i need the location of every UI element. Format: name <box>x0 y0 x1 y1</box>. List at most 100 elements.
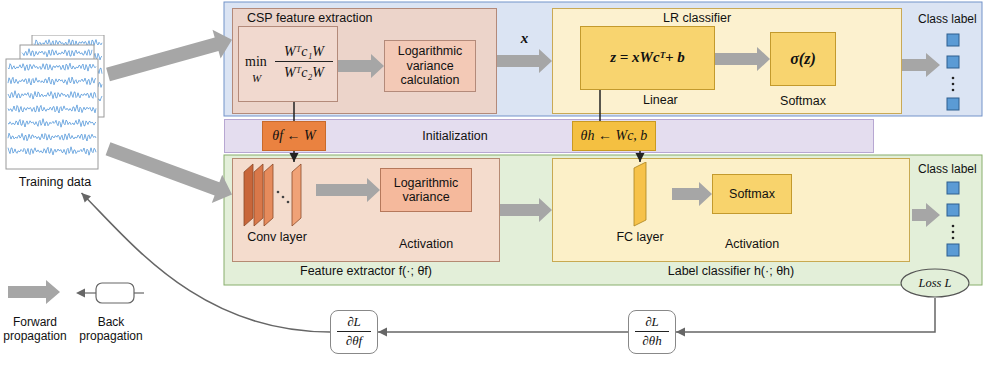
graphic-part <box>2 35 108 173</box>
eeg-trace <box>8 147 96 155</box>
link-path <box>676 298 935 332</box>
math-numerator: ∂L <box>635 315 669 332</box>
conv-layer: Conv layer <box>238 162 316 248</box>
class-square <box>947 204 959 216</box>
arrow-head <box>82 193 92 203</box>
eeg-trace <box>22 49 92 57</box>
math-numerator: Wᵀc₁W <box>275 44 333 62</box>
legend-back-sample <box>134 292 144 293</box>
ellipsis-dot <box>952 77 955 80</box>
graphic-part <box>277 191 280 194</box>
math-denominator: Wᵀc₂W <box>275 65 333 81</box>
eeg-trace <box>8 91 96 99</box>
ellipsis-dot <box>952 89 955 92</box>
flow-arrow-shape <box>338 54 384 78</box>
flow-arrow <box>715 47 770 71</box>
panel-heading: LR classifier <box>663 11 731 25</box>
eeg-trace <box>8 63 96 71</box>
fc-layer: FC layer <box>608 162 672 248</box>
class-square <box>947 182 959 194</box>
init-box: θf ← W <box>262 121 326 151</box>
init-box: θh ← Wc, b <box>572 121 656 151</box>
graphic-part <box>608 162 672 228</box>
graphic-part <box>292 164 301 226</box>
initialization-band: Initialization θf ← W θh ← Wc, b <box>224 119 874 153</box>
legend-forward-sample <box>8 280 60 304</box>
flow-arrow <box>316 178 380 202</box>
flow-arrow-shape <box>316 178 380 202</box>
graphic-part <box>901 269 969 297</box>
output-arrow <box>912 203 940 227</box>
link-line <box>82 193 331 332</box>
bottom-band <box>224 155 982 285</box>
graphic-part <box>634 162 646 226</box>
link-path <box>599 90 601 121</box>
top-band <box>224 2 982 116</box>
box-label: Logarithmic variance <box>381 169 471 211</box>
eeg-trace <box>8 119 96 128</box>
math-text: min <box>245 54 267 70</box>
graphic-part <box>282 196 285 199</box>
activation-box: SoftmaxActivation <box>712 174 792 214</box>
math-denominator: ∂θf <box>337 334 371 349</box>
panel-heading: Label classifier h(·; θh) <box>553 264 909 278</box>
objective-box: minWWᵀc₁WWᵀc₂W <box>238 26 338 102</box>
arrow-head <box>636 153 645 162</box>
layer-caption: FC layer <box>602 230 678 244</box>
flow-arrow <box>106 30 232 81</box>
eeg-trace <box>8 77 96 85</box>
legend-back-sample <box>84 292 96 293</box>
loss-ellipse: Loss L <box>900 268 970 298</box>
band-label: Initialization <box>395 129 515 143</box>
ellipsis-dot <box>952 83 955 86</box>
eeg-trace <box>8 105 96 113</box>
link-line <box>676 298 935 337</box>
box-label: Logarithmic variance calculation <box>385 41 475 91</box>
link-path <box>378 331 628 333</box>
box-label: z = xWcᵀ+ b <box>581 27 714 89</box>
graphic-part <box>264 164 273 226</box>
graphic-part <box>254 164 263 226</box>
flow-arrow-shape <box>715 47 770 71</box>
edge-label: x <box>521 30 529 47</box>
math-numerator: ∂L <box>337 315 371 332</box>
layer-caption: Conv layer <box>232 230 322 244</box>
box-caption: Activation <box>703 237 801 251</box>
arrow-head <box>290 153 299 162</box>
flow-arrow <box>106 142 232 203</box>
label-classifier-panel: Label classifier h(·; θh)FC layerSoftmax… <box>552 158 910 262</box>
ellipsis-dot <box>952 231 955 234</box>
data-caption: Training data <box>2 175 108 189</box>
panel-heading: Feature extractor f(·; θf) <box>233 264 499 278</box>
eeg-trace <box>8 133 96 141</box>
class-square <box>947 244 959 256</box>
arrow-head <box>676 328 685 337</box>
softmax-box: σ(z)Softmax <box>770 32 836 86</box>
flow-arrow <box>500 198 552 222</box>
ellipsis-dot <box>952 225 955 228</box>
link-path <box>293 102 295 121</box>
flow-arrow <box>338 54 384 78</box>
graphic-part <box>287 201 290 204</box>
box-label: θf ← W <box>263 122 325 150</box>
flow-arrow-shape <box>672 182 712 206</box>
class-square <box>947 98 959 110</box>
box-label: θh ← Wc, b <box>573 122 655 150</box>
box-label: σ(z) <box>771 33 835 85</box>
link-line <box>294 102 295 121</box>
panel-heading: CSP feature extraction <box>247 11 373 25</box>
box-label: Loss L <box>900 268 970 298</box>
training-data: Training data <box>2 35 108 193</box>
ellipsis-dot <box>952 237 955 240</box>
box-caption: Linear <box>643 93 678 107</box>
activation-box: Logarithmic varianceActivation <box>380 168 472 212</box>
gradient-box: ∂L∂θh <box>628 310 676 354</box>
link-line <box>636 151 645 162</box>
graphic-part <box>244 164 253 226</box>
flow-arrow-shape <box>500 198 552 222</box>
arrow-head <box>378 328 387 337</box>
legend-text: Back propagation <box>78 316 144 344</box>
link-path <box>82 193 331 332</box>
